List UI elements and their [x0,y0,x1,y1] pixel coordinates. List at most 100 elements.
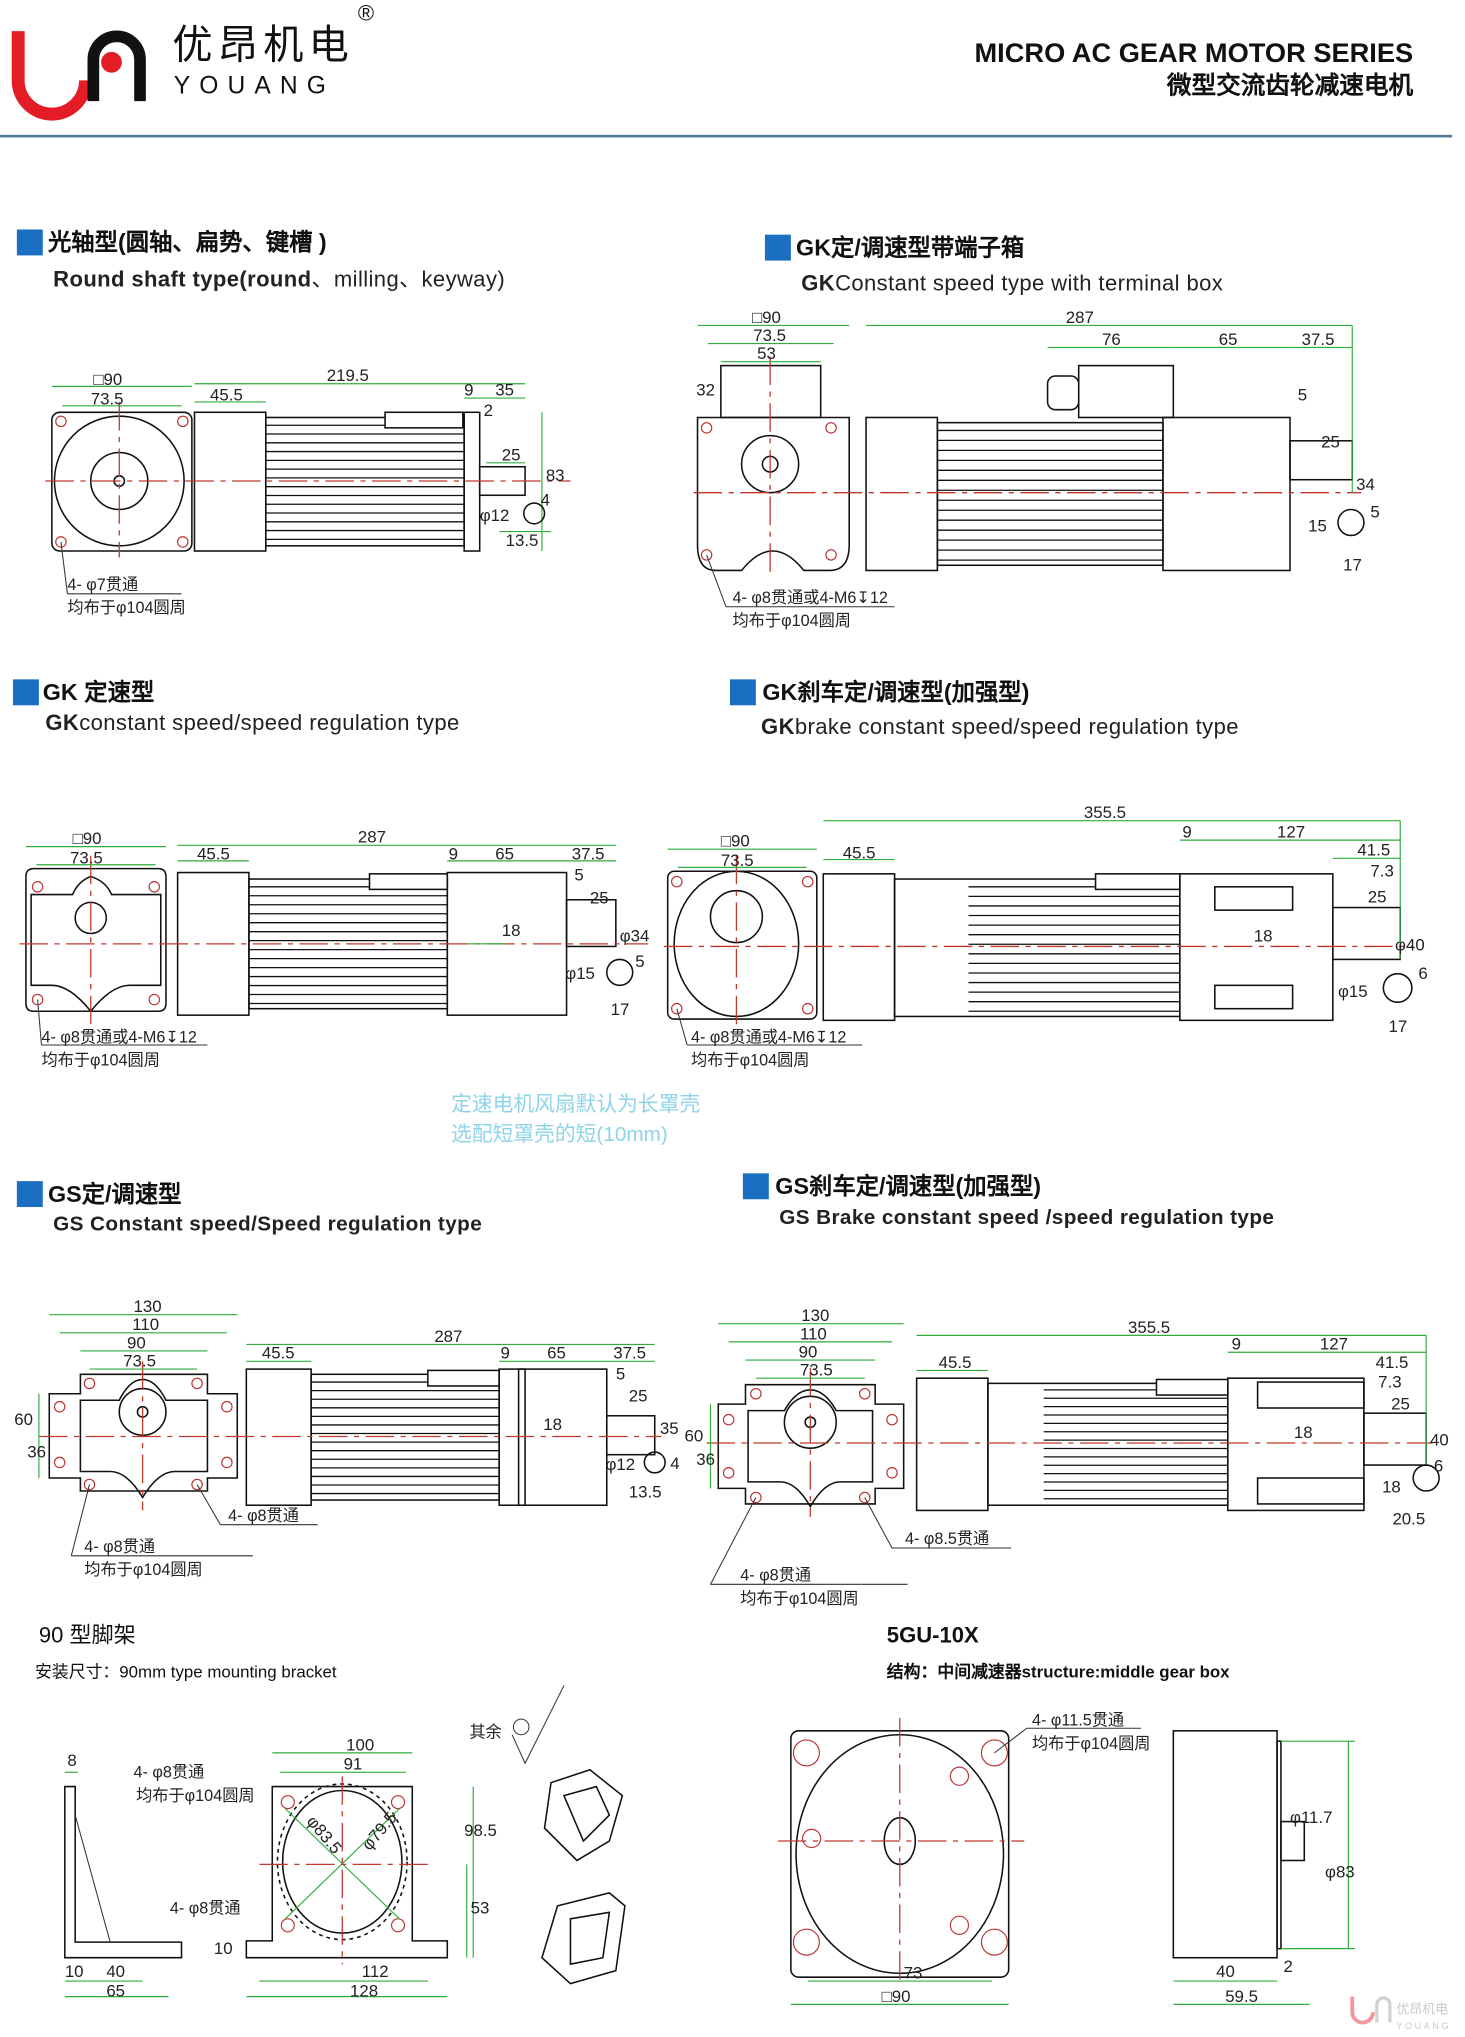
dim-label: 45.5 [843,843,876,862]
dim-label: 73.5 [70,848,103,867]
mount-circle-note: 均布于φ104圆周 [136,1787,254,1805]
dim-label: 73.5 [91,390,124,409]
dim-label: 60 [14,1410,33,1429]
dim-label: 25 [1391,1394,1410,1413]
dim-label: φ11.7 [1290,1808,1332,1827]
dim-label: 112 [362,1962,389,1981]
mount-circle-note: 均布于φ104圆周 [67,599,185,617]
dim-label: 73.5 [123,1352,156,1371]
dim-label: 18 [1382,1477,1401,1496]
dim-label: 219.5 [327,366,369,385]
dim-label: 5 [574,865,583,884]
dim-label: 13.5 [506,531,539,550]
dim-label: 9 [1182,823,1191,842]
fan-note-line2: 选配短罩壳的短(10mm) [451,1124,668,1147]
mount-circle-note: 均布于φ104圆周 [84,1561,202,1579]
section-title-terminal-box: GK定/调速型带端子箱 [796,234,1025,261]
drawing-terminal-box: □90 73.5 53 32 287 76 65 37.5 5 25 34 15… [693,308,1380,630]
dim-label: 110 [800,1324,827,1343]
section-title-bracket: 90 型脚架 [38,1623,136,1648]
footer-logo: 优昂机电 YOUANG [1350,1996,1451,2031]
dim-label: □90 [93,370,122,389]
registered-mark: ® [357,1,375,26]
dim-label: 9 [1232,1335,1241,1354]
dim-label: 8 [67,1751,76,1770]
mount-hole-note: 4- φ11.5贯通 [1032,1712,1124,1730]
dim-label: 15 [1308,517,1327,536]
series-title-en: MICRO AC GEAR MOTOR SERIES [974,38,1414,69]
section-subtitle-bracket: 安装尺寸：90mm type mounting bracket [35,1662,337,1682]
drawing-mounting-bracket: 8 100 91 98.5 φ83.5 φ79.5 53 10 10 40 65… [64,1685,626,2001]
dim-label: φ15 [1338,982,1368,1001]
footer-brand-cn: 优昂机电 [1396,2001,1448,2016]
mount-hole-note: 4- φ8贯通或4-M6↧12 [41,1028,196,1046]
dim-label: 9 [500,1344,509,1363]
subtitle-rest: constant speed/speed regulation type [79,710,460,736]
dim-label: 130 [801,1306,829,1325]
dim-label: 5 [1370,502,1379,521]
dim-label: 287 [358,828,386,847]
dim-label: 20.5 [1392,1510,1425,1529]
dim-label: 73 [904,1963,923,1982]
drawing-gk: □90 73.5 45.5 287 9 65 37.5 5 25 18 φ34 … [19,828,649,1070]
dim-label: 25 [590,889,609,908]
section-title-gs-brake: GS刹车定/调速型(加强型) [775,1173,1042,1200]
section-marker-icon [742,1173,769,1200]
dim-label: 53 [757,344,776,363]
dim-label: 6 [1434,1457,1443,1476]
mount-circle-note: 均布于φ104圆周 [740,1590,858,1608]
drawing-gs: 130 110 90 73.5 60 36 45.5 287 9 65 37.5… [14,1297,679,1579]
brand-name-cn: 优昂机电 [172,22,354,68]
mount-circle-note: 均布于φ104圆周 [1032,1735,1150,1753]
section-marker-icon [764,234,791,261]
brand-name-en: YOUANG [173,72,335,100]
drawing-gs-brake: 130 110 90 73.5 60 36 45.5 355.5 9 127 4… [685,1306,1449,1608]
dim-label: φ83.5 [303,1812,346,1858]
section-subtitle-gk: GKconstant speed/speed regulation type [45,710,459,736]
subtitle-bold: GK [801,270,836,296]
dim-label: 4 [670,1454,679,1473]
dim-label: 34 [1356,475,1375,494]
dim-label: 60 [685,1427,704,1446]
subtitle-rest: Constant speed type with terminal box [835,270,1224,296]
dim-label: 73.5 [753,326,786,345]
dim-label: 45.5 [210,386,243,405]
dim-label: 17 [611,1000,630,1019]
dim-label: □90 [721,832,750,851]
dim-label: □90 [73,829,102,848]
dim-label: 41.5 [1357,841,1390,860]
dim-label: 83 [546,466,565,485]
mount-hole-note: 4- φ8贯通 [740,1566,811,1584]
drawing-gk-brake: □90 73.5 45.5 355.5 9 127 41.5 7.3 25 18… [663,803,1428,1070]
dim-label: 355.5 [1128,1318,1170,1337]
series-title-cn: 微型交流齿轮减速电机 [1166,72,1414,100]
dim-label: 6 [1418,964,1427,983]
dim-label: φ34 [620,926,650,945]
dim-label: 73.5 [800,1361,833,1380]
mount-hole-note: 4- φ8贯通或4-M6↧12 [733,589,888,607]
dim-label: 45.5 [939,1353,972,1372]
dim-label: 18 [1254,926,1273,945]
dim-label: 40 [106,1962,125,1981]
dim-label: 59.5 [1225,1987,1258,2006]
section-title-gs: GS定/调速型 [47,1181,182,1208]
dim-label: 41.5 [1376,1353,1409,1372]
footer-brand-en: YOUANG [1396,2021,1451,2031]
drawing-5gu-10x: 73 □90 φ11.7 φ83 40 2 59.5 4- φ11.5贯通 均布… [777,1712,1355,2006]
header-divider [0,134,1453,137]
section-title-5gu: 5GU-10X [886,1623,979,1648]
dim-label: 5 [1298,386,1307,405]
dim-label: 110 [132,1315,159,1334]
dim-label: 5 [635,952,644,971]
dim-label: 17 [1389,1017,1408,1036]
dim-label: 37.5 [1302,330,1335,349]
base-hole-note: 4- φ8贯通 [170,1900,241,1918]
dim-label: 25 [629,1387,648,1406]
dim-label: 45.5 [197,845,230,864]
dim-label: 76 [1102,330,1121,349]
mount-circle-note: 均布于φ104圆周 [733,612,851,630]
dim-label: 130 [134,1297,162,1316]
dim-label: 127 [1320,1335,1348,1354]
dim-label: 2 [1284,1957,1293,1976]
dim-label: 18 [502,921,521,940]
